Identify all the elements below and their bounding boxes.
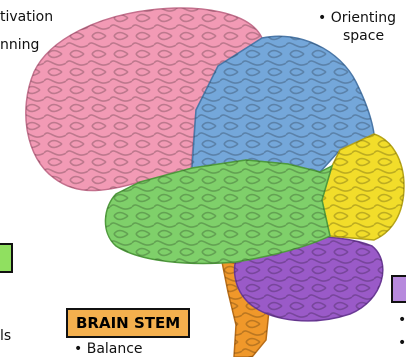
cerebellum-bullet-2: • [398,334,406,352]
parietal-function-line-2: space [343,27,384,45]
brain-stem-tag: BRAIN STEM [66,308,190,338]
parietal-function-line-1: • Orienting [318,9,396,27]
cerebellum-bullet-1: • [398,311,406,329]
green-label-tag-partial [0,244,12,272]
temporal-function-partial: ls [0,327,11,345]
frontal-function-line-1: tivation [0,8,53,26]
purple-label-tag-partial [392,276,406,302]
brain-stem-function: • Balance [74,340,143,358]
frontal-function-line-2: nning [0,36,39,54]
